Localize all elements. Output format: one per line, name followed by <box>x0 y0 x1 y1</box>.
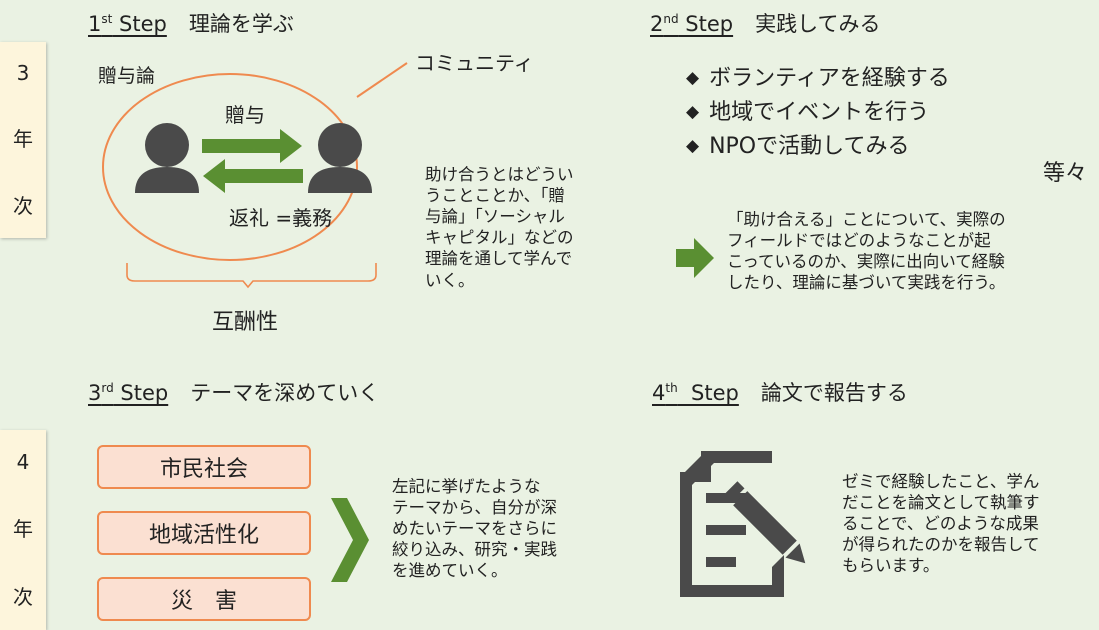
year-3-nen: 年 <box>13 127 33 151</box>
step1-title: 1st Step 理論を学ぶ <box>88 8 294 38</box>
theme-regional-revitalization: 地域活性化 <box>97 511 311 555</box>
giver-person-icon <box>135 123 199 193</box>
theme-disaster: 災 害 <box>97 577 311 621</box>
step2-label: 2nd Step <box>650 12 734 36</box>
diamond-bullet-icon: ◆ <box>686 102 700 122</box>
theme-civil-society: 市民社会 <box>97 445 311 489</box>
step2-title: 2nd Step 実践してみる <box>650 8 880 38</box>
activity-item: ◆地域でイベントを行う <box>686 100 930 125</box>
etc-label: 等々 <box>1043 161 1088 186</box>
community-ellipse <box>102 73 358 261</box>
step1-description: 助け合うとはどうい うことことか、「贈 与論」「ソーシャル キャピタル」などの … <box>425 165 574 290</box>
return-arrow-icon <box>203 159 303 193</box>
step4-description: ゼミで経験したこと、学ん だことを論文として執筆す ることで、どのような成果 が… <box>842 472 1040 576</box>
receiver-person-icon <box>308 123 372 193</box>
activity-item: ◆NPOで活動してみる <box>686 134 910 159</box>
gift-theory-title: 贈与論 <box>98 65 156 87</box>
year-4-tab: 4 年 次 <box>0 430 46 630</box>
gift-label: 贈与 <box>225 103 265 127</box>
reciprocity-bracket <box>126 263 377 289</box>
reciprocity-diagram <box>102 62 408 289</box>
step3-title: 3rd Step テーマを深めていく <box>88 377 379 407</box>
reciprocity-label: 互酬性 <box>212 310 279 335</box>
step3-description: 左記に挙げたような テーマから、自分が深 めたいテーマをさらに 絞り込み、研究・… <box>392 477 557 581</box>
activity-item: ◆ボランティアを経験する <box>686 66 950 91</box>
year-4-nen: 年 <box>13 516 33 541</box>
step3-label: 3rd Step <box>88 381 169 405</box>
community-label: コミュニティ <box>415 51 534 75</box>
step3-theme: テーマを深めていく <box>190 381 380 405</box>
chevron-right-icon <box>331 498 369 582</box>
activities-list: ◆ボランティアを経験する ◆地域でイベントを行う ◆NPOで活動してみる <box>686 60 950 162</box>
step4-theme: 論文で報告する <box>760 381 908 405</box>
step2-description: 「助け合える」ことについて、実際の フィールドではどのようなことが起 こっている… <box>727 210 1006 293</box>
practice-arrow-icon <box>676 238 714 278</box>
year-4-number: 4 <box>16 449 30 474</box>
year-4-ji: 次 <box>13 585 33 610</box>
step4-title: 4th Step 論文で報告する <box>652 377 908 407</box>
year-3-tab: 3 年 次 <box>0 42 46 238</box>
community-pointer-line <box>356 62 408 98</box>
step1-label: 1st Step <box>88 12 167 36</box>
year-3-ji: 次 <box>13 194 33 218</box>
return-obligation-label: 返礼 =義務 <box>229 206 333 230</box>
year-3-number: 3 <box>16 61 30 85</box>
step2-theme: 実践してみる <box>755 12 881 36</box>
step4-label: 4th Step <box>652 381 739 405</box>
diamond-bullet-icon: ◆ <box>686 136 700 156</box>
document-edit-icon <box>680 451 806 597</box>
diamond-bullet-icon: ◆ <box>686 68 700 88</box>
gift-arrow-icon <box>202 129 302 163</box>
step1-theme: 理論を学ぶ <box>188 12 294 36</box>
